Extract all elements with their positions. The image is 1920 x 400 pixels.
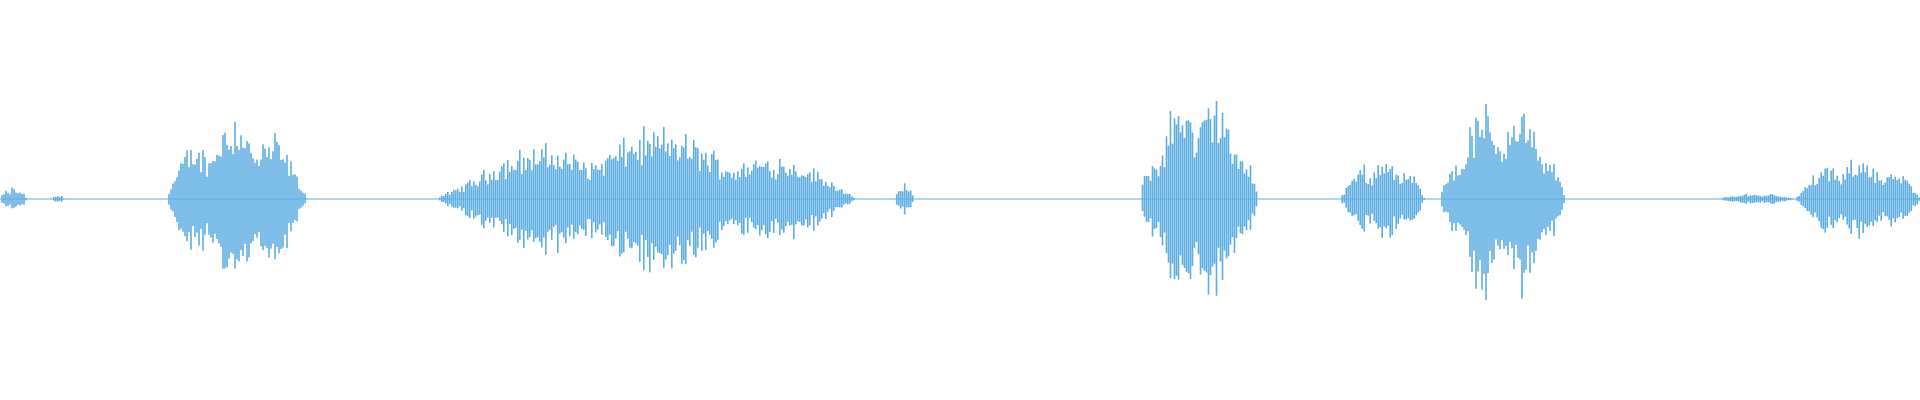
waveform-amplitude-path [1,101,1920,301]
waveform-amplitude-bars [1,101,1920,301]
